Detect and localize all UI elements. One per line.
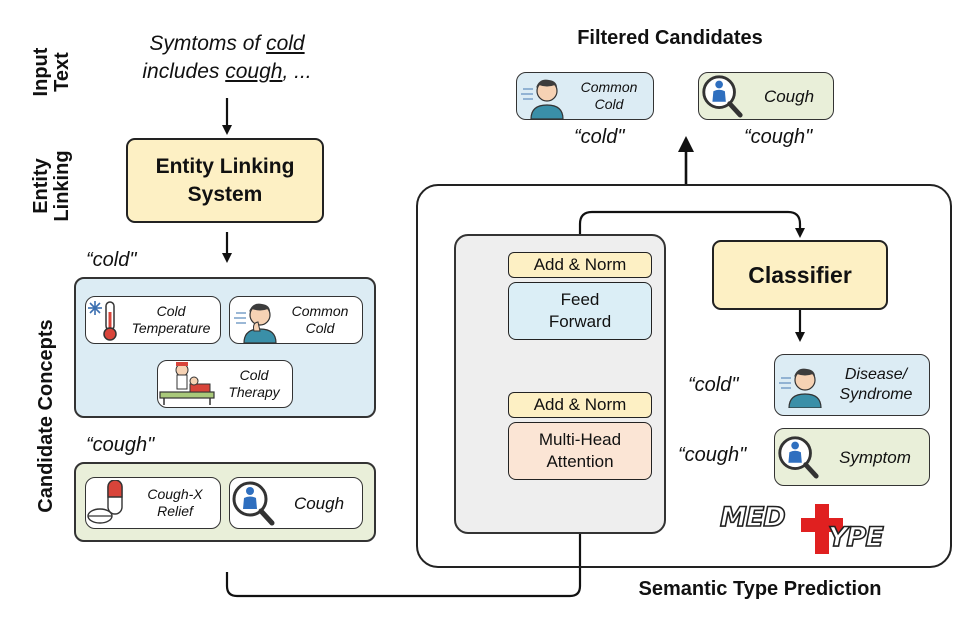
sick-person-icon [779,368,822,408]
arrow-transformer-to-classifier [578,210,805,252]
magnifier-person-icon [702,75,743,118]
semantic-type-prediction-panel [416,184,952,568]
output-disease-syndrome: Disease/Syndrome [774,354,930,416]
output-cold-quote: “cold" [688,374,739,396]
medical-cross-icon [801,504,843,554]
candidate-concepts-label: Candidate Concepts [35,319,57,513]
sick-person-icon [521,79,564,119]
filtered-cough: Cough [698,72,834,120]
thermometer-snowflake-icon [88,301,117,341]
magnifier-person-icon [232,481,275,526]
arrow-candidates-to-model [225,484,585,598]
sick-person-icon [234,303,277,343]
filtered-candidates-title: Filtered Candidates [577,27,763,49]
patient-therapy-icon [159,362,215,405]
output-cough-quote: “cough" [678,444,747,466]
output-symptom: Symptom [774,428,930,486]
semantic-type-prediction-label: Semantic Type Prediction [638,578,882,600]
medtype-logo: MED YPE [719,500,920,560]
pill-capsule-icon [87,480,123,524]
candidate-cough: Cough [229,477,363,529]
magnifier-person-icon [778,436,819,479]
filtered-cough-quote: “cough" [744,126,813,148]
add-norm-bottom: Add & Norm [508,392,652,418]
cough-quote: “cough" [86,434,155,456]
filtered-cold-quote: “cold" [574,126,625,148]
cold-quote: “cold" [86,249,137,271]
transformer-block [454,234,666,534]
input-sentence: Symtoms of cold includes cough, ... [142,32,312,83]
add-norm-top: Add & Norm [508,252,652,278]
classifier-box: Classifier [712,240,888,310]
